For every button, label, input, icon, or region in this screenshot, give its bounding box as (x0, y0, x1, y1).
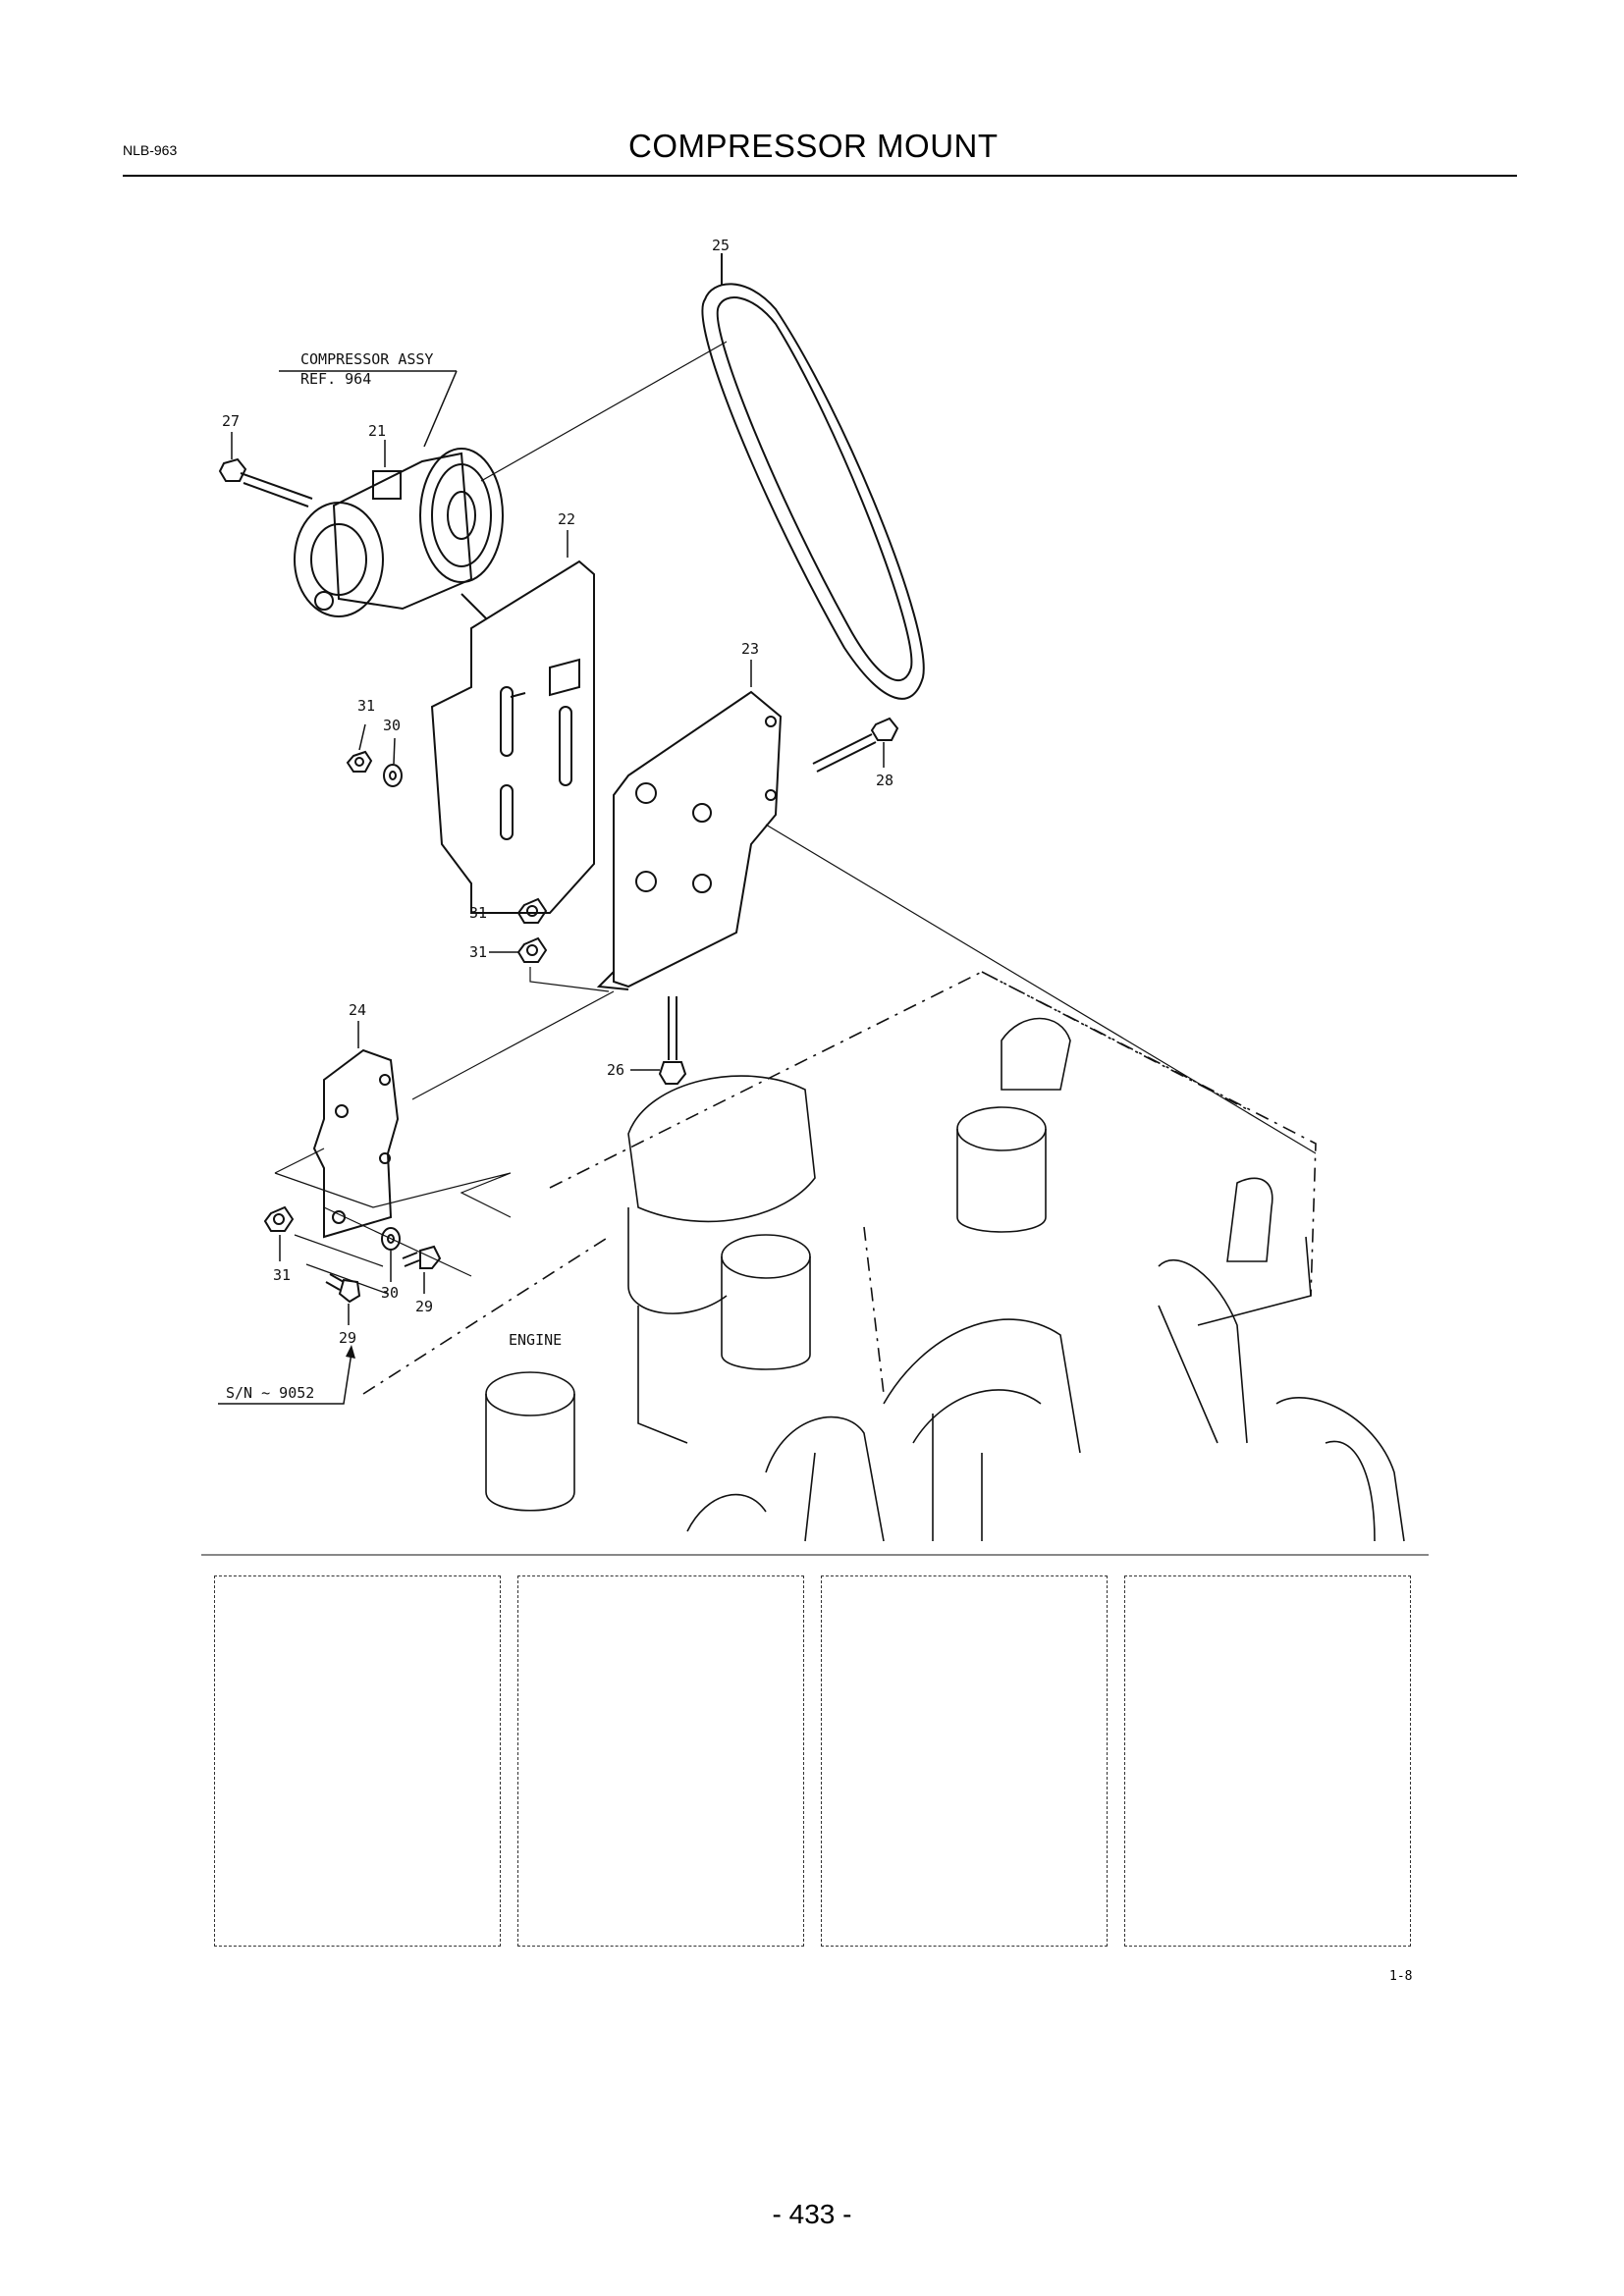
nut-31-mid-callout: 31 (469, 904, 487, 922)
figure-id: 1-8 (1389, 1969, 1413, 1984)
bolt-27-icon (218, 457, 313, 507)
serial-number-note: S/N ~ 9052 (226, 1384, 314, 1402)
bracket-23-icon (596, 690, 783, 990)
nut-31-mid-icon (516, 897, 548, 924)
empty-box-2 (517, 1575, 804, 1947)
engine-label: ENGINE (509, 1331, 562, 1349)
bolt-29-right-callout: 29 (415, 1298, 433, 1315)
section-rule (201, 1554, 1429, 1556)
nut-alignment-line (529, 967, 610, 992)
bolt-29-left-callout: 29 (339, 1329, 356, 1347)
bracket-23-callout: 23 (741, 640, 759, 658)
fastener-alignment-lines (294, 1234, 389, 1295)
engine-icon (362, 971, 1405, 1542)
nut-31-upper-leader (358, 723, 366, 751)
header-rule (123, 175, 1517, 177)
compressor-ref-line2: REF. 964 (300, 370, 371, 388)
bracket-24-icon (312, 1048, 400, 1239)
page-number: - 433 - (772, 2199, 852, 2229)
nut-31-upper-icon (346, 750, 373, 773)
washer-30-upper-leader (393, 737, 396, 765)
bolt-28-callout: 28 (876, 772, 893, 789)
bracket-alignment-line (765, 824, 1317, 1154)
bracket-22-icon (430, 560, 595, 914)
nut-31-lower-left-callout: 31 (273, 1266, 291, 1284)
bolt-29-left-icon (325, 1273, 361, 1304)
bolt-27-callout: 27 (222, 412, 240, 430)
washer-30-lower-callout: 30 (381, 1284, 399, 1302)
document-code: NLB-963 (123, 142, 178, 158)
nut-31-lower-left-icon (263, 1205, 295, 1232)
empty-box-3 (821, 1575, 1108, 1947)
empty-box-1 (214, 1575, 501, 1947)
belt-callout: 25 (712, 237, 730, 254)
bolt-28-icon (812, 717, 899, 773)
page-title: COMPRESSOR MOUNT (628, 128, 999, 164)
bracket-22-callout: 22 (558, 510, 575, 528)
compressor-ref-line1: COMPRESSOR ASSY (300, 350, 433, 368)
washer-30-upper-icon (383, 764, 403, 787)
nut-31-low-callout: 31 (469, 943, 487, 961)
clutch-callout: 21 (368, 422, 386, 440)
exploded-view-diagram: 25 COMPRESSOR ASSY REF. 964 21 27 (218, 237, 1405, 1542)
washer-30-upper-callout: 30 (383, 717, 401, 734)
compressor-icon (294, 448, 504, 617)
bolt-29-right-icon (402, 1245, 442, 1269)
nut-31-upper-callout: 31 (357, 697, 375, 715)
bolt-26-callout: 26 (607, 1061, 624, 1079)
washer-30-lower-icon (381, 1227, 401, 1251)
bolt-26-icon (658, 996, 687, 1085)
serial-note-leader (218, 1352, 352, 1405)
drive-belt-icon (701, 283, 925, 700)
compressor-ref-leader (423, 370, 458, 448)
serial-note-arrowhead (346, 1345, 355, 1359)
belt-alignment-line (480, 341, 728, 482)
nut-31-low-icon (516, 936, 548, 963)
bracket-24-plane (274, 1148, 512, 1277)
empty-box-4 (1124, 1575, 1411, 1947)
bracket-24-callout: 24 (349, 1001, 366, 1019)
bracket-24-alignment-line (411, 990, 615, 1100)
